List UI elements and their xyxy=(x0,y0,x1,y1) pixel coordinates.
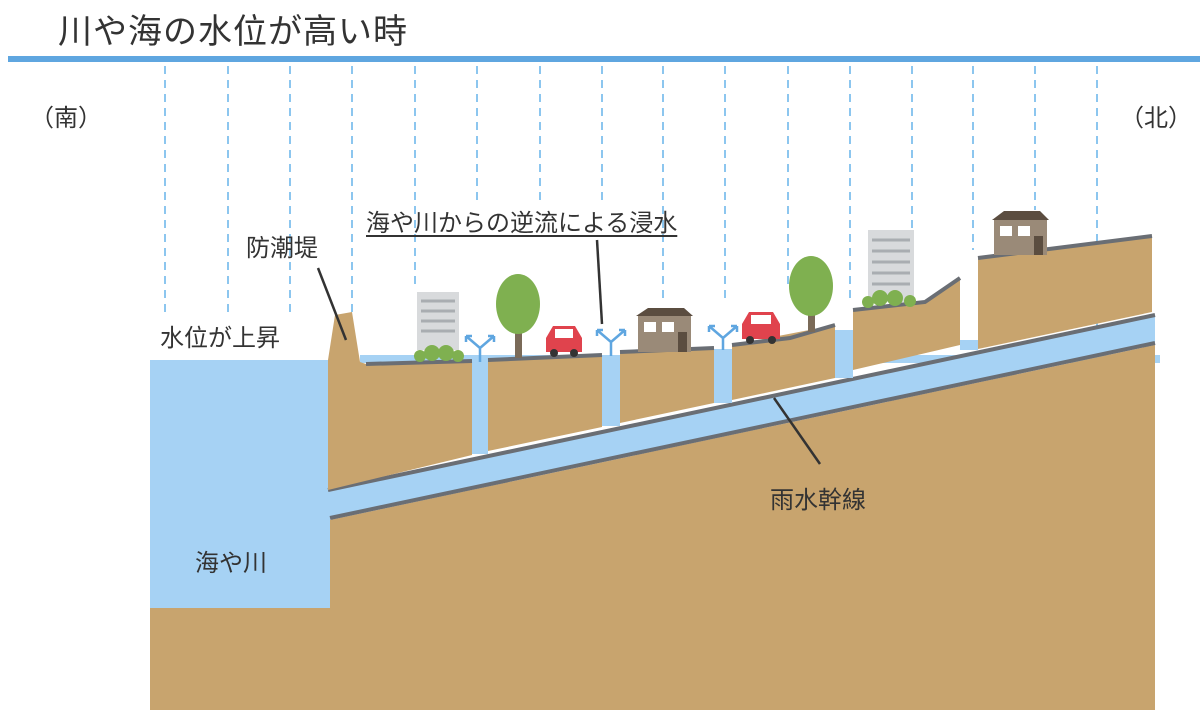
flooded-gap-2 xyxy=(602,356,620,426)
flooded-gap-4 xyxy=(835,330,853,378)
car-icon xyxy=(546,326,582,357)
ground-base xyxy=(150,345,1155,710)
rain-lines xyxy=(164,66,1098,340)
house-icon xyxy=(636,308,693,352)
sewer-top-wall xyxy=(327,313,1156,492)
direction-south-label: （南） xyxy=(30,104,102,132)
sewer-bottom-wall xyxy=(329,341,1156,520)
ground-block-5 xyxy=(853,278,960,370)
backflow-flood-label: 海や川からの逆流による浸水 xyxy=(366,209,678,237)
trunk-sewer-pipe xyxy=(328,315,1155,518)
building-icon xyxy=(868,230,914,302)
ground-block-2 xyxy=(488,355,602,451)
flooded-gap-5 xyxy=(960,340,978,350)
seawall-label: 防潮堤 xyxy=(246,234,318,262)
bush-icon xyxy=(414,345,464,362)
bush-icon xyxy=(862,290,916,308)
tree-icon xyxy=(496,274,540,358)
building-icon xyxy=(417,292,459,350)
leader-lines xyxy=(316,239,822,465)
title-rule xyxy=(8,56,1200,62)
tree-icon xyxy=(789,256,833,332)
house-icon xyxy=(992,211,1049,255)
trunk-sewer-label: 雨水幹線 xyxy=(770,486,866,514)
water-rise-label: 水位が上昇 xyxy=(160,324,280,352)
direction-north-label: （北） xyxy=(1120,104,1192,132)
sea-river-water xyxy=(150,360,330,608)
flooded-gap-3 xyxy=(714,349,732,403)
ground-block-6 xyxy=(978,236,1152,349)
page-title: 川や海の水位が高い時 xyxy=(58,12,408,52)
sea-river-label: 海や川 xyxy=(195,549,267,577)
seawall xyxy=(328,312,472,490)
splash-arrow-icon xyxy=(464,324,739,362)
car-icon xyxy=(742,312,780,344)
flooded-gap-1 xyxy=(472,362,488,454)
ground-block-3 xyxy=(620,348,714,423)
